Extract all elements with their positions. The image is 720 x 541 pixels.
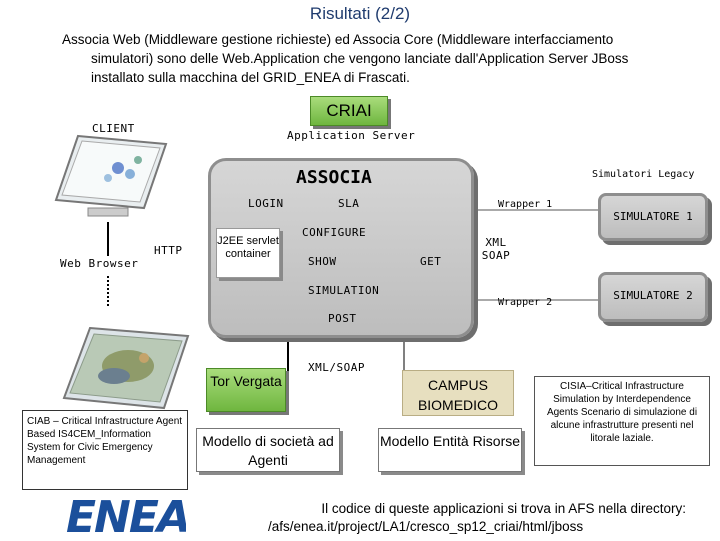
xml-soap-right-label: XML SOAP — [481, 236, 511, 262]
slide-title: Risultati (2/2) — [309, 4, 411, 23]
footer-line-2: /afs/enea.it/project/LA1/cresco_sp12_cri… — [268, 519, 584, 534]
enea-logo-icon: ENEA — [66, 492, 191, 541]
modello-entita-box: Modello Entità Risorse — [378, 428, 522, 472]
campus-biomedico-box: CAMPUS BIOMEDICO — [402, 370, 514, 416]
j2ee-container: J2EE servlet container — [216, 228, 280, 278]
simulation-label: SIMULATION — [308, 284, 380, 297]
enea-logo: ENEA — [62, 492, 191, 541]
post-label: POST — [328, 312, 357, 325]
monitor-top — [48, 130, 172, 218]
http-label: HTTP — [154, 244, 183, 257]
footer-text: Il codice di queste applicazioni si trov… — [240, 500, 686, 536]
intro-paragraph: Associa Web (Middleware gestione richies… — [62, 30, 708, 87]
wrapper1-label: Wrapper 1 — [498, 199, 553, 210]
wrapper2-label: Wrapper 2 — [498, 297, 553, 308]
get-label: GET — [420, 255, 442, 268]
intro-line-2: simulatori) sono delle Web.Application c… — [91, 51, 629, 66]
intro-line-3: installato sulla macchina del GRID_ENEA … — [91, 70, 410, 85]
cisia-description: CISIA–Critical Infrastructure Simulation… — [534, 376, 710, 466]
svg-text:ENEA: ENEA — [66, 492, 186, 536]
login-label: LOGIN — [248, 197, 284, 210]
web-browser-label: Web Browser — [60, 257, 139, 270]
simulatore-1-box: SIMULATORE 1 — [598, 193, 708, 241]
monitor-icon — [54, 134, 168, 217]
show-label: SHOW — [308, 255, 337, 268]
ciab-description: CIAB – Critical Infrastructure Agent Bas… — [22, 410, 188, 490]
associa-title: ASSOCIA — [296, 167, 372, 188]
footer-line-1: Il codice di queste applicazioni si trov… — [321, 501, 686, 516]
intro-line-1: Associa Web (Middleware gestione richies… — [62, 32, 614, 47]
client-label: CLIENT — [92, 122, 135, 135]
criai-label: CRIAI — [310, 96, 388, 126]
monitor-bottom — [56, 322, 192, 418]
app-server-label: Application Server — [287, 129, 416, 142]
sla-label: SLA — [338, 197, 360, 210]
xml-soap-bottom-label: XML/SOAP — [308, 361, 365, 374]
simulatore-2-box: SIMULATORE 2 — [598, 272, 708, 322]
map-screen-icon — [62, 326, 190, 410]
tor-vergata-box: Tor Vergata — [206, 368, 286, 412]
simulatori-legacy-label: Simulatori Legacy — [592, 169, 695, 180]
modello-societa-box: Modello di società ad Agenti — [196, 428, 340, 472]
configure-label: CONFIGURE — [302, 226, 367, 239]
